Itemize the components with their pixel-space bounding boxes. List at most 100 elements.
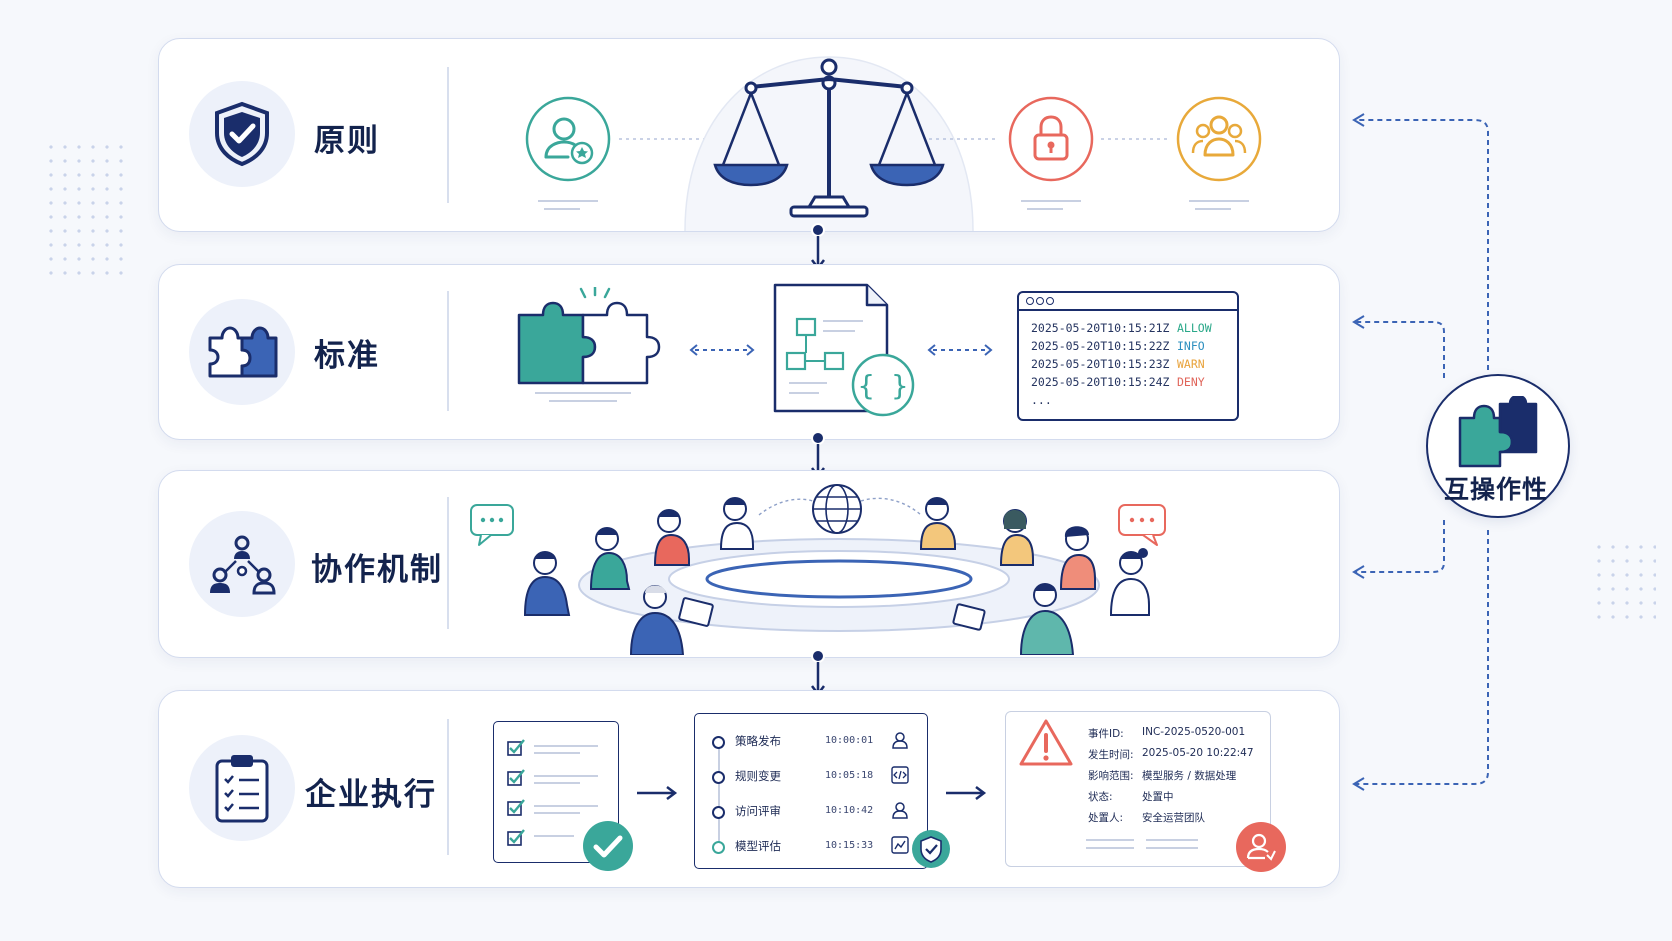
log-time: 2025-05-20T10:15:21Z xyxy=(1031,321,1170,335)
log-level: ALLOW xyxy=(1177,321,1212,335)
person xyxy=(629,585,714,655)
feedback-connectors xyxy=(1352,113,1489,791)
enforcement-title: 企业执行 xyxy=(305,777,437,813)
enforcement-card: 企业执行 策略发布 10:00:01 规则变更 10:05:18 访问评审 10… xyxy=(158,690,1340,888)
incident-value: 处置中 xyxy=(1142,791,1174,803)
person xyxy=(719,497,754,550)
code-icon xyxy=(891,766,909,784)
window-dot xyxy=(1036,297,1044,305)
warning-icon xyxy=(1019,719,1073,766)
balance-scale-icon xyxy=(684,56,974,231)
log-window: 2025-05-20T10:15:21Z ALLOW 2025-05-20T10… xyxy=(1017,291,1239,421)
window-dot xyxy=(1026,297,1034,305)
group-icon xyxy=(1176,96,1262,210)
network-people-icon xyxy=(210,535,276,595)
decor-dots-left xyxy=(44,140,128,280)
puzzle-pieces-icon xyxy=(517,287,661,402)
lock-icon xyxy=(1008,96,1094,210)
timeline-label: 访问评审 xyxy=(735,804,781,818)
collaboration-divider xyxy=(447,497,449,629)
incident-key: 影响范围: xyxy=(1088,770,1134,782)
log-time: 2025-05-20T10:15:22Z xyxy=(1031,339,1170,353)
person xyxy=(523,551,571,616)
chart-icon xyxy=(891,836,909,854)
incident-panel: 事件ID: INC-2025-0520-001 发生时间: 2025-05-20… xyxy=(1005,711,1271,867)
incident-key: 发生时间: xyxy=(1088,749,1134,761)
incident-value: 模型服务 / 数据处理 xyxy=(1142,770,1237,782)
incident-key: 事件ID: xyxy=(1088,728,1124,740)
flow-arrow-right xyxy=(946,786,987,800)
timeline-dot xyxy=(712,841,725,854)
person xyxy=(1109,548,1150,616)
check-circle-icon xyxy=(583,821,633,871)
person xyxy=(589,527,631,590)
window-dot xyxy=(1046,297,1054,305)
collaboration-card: 协作机制 xyxy=(158,470,1340,658)
collaboration-title: 协作机制 xyxy=(311,552,443,588)
incident-key: 状态: xyxy=(1088,791,1113,803)
timeline-panel: 策略发布 10:00:01 规则变更 10:05:18 访问评审 10:10:4… xyxy=(694,713,928,869)
person xyxy=(1059,526,1096,590)
puzzle-icon xyxy=(208,326,278,378)
timeline-label: 策略发布 xyxy=(735,734,781,748)
roundtable-meeting-illustration xyxy=(470,484,1166,655)
shield-check-icon xyxy=(215,101,269,167)
decor-dots-right xyxy=(1592,540,1656,620)
timeline-dot xyxy=(712,736,725,749)
chat-bubble-icon xyxy=(1118,504,1166,546)
bidirectional-arrow xyxy=(927,344,993,356)
flow-arrow-down xyxy=(811,649,825,697)
spec-document-icon: { } xyxy=(773,283,915,417)
enforcement-divider xyxy=(447,719,449,855)
dashed-connector xyxy=(1101,138,1169,140)
standards-icon-circle xyxy=(189,299,295,405)
principles-icon-circle xyxy=(189,81,295,187)
person xyxy=(999,509,1034,566)
incident-value: INC-2025-0520-001 xyxy=(1142,726,1246,738)
flow-arrow-down xyxy=(811,223,825,271)
enforcement-icon-circle xyxy=(189,735,295,841)
checklist-rows xyxy=(507,739,598,846)
svg-text:{ }: { } xyxy=(858,369,909,402)
chat-bubble-icon xyxy=(470,504,514,546)
log-time: 2025-05-20T10:15:23Z xyxy=(1031,357,1170,371)
principles-card: 原则 xyxy=(158,38,1340,232)
log-time: 2025-05-20T10:15:24Z xyxy=(1031,375,1170,389)
flow-arrow-right xyxy=(637,786,678,800)
incident-value: 2025-05-20 10:22:47 xyxy=(1142,747,1254,759)
standards-divider xyxy=(447,291,449,411)
timeline-time: 10:00:01 xyxy=(825,735,874,746)
log-ellipsis: ... xyxy=(1031,393,1052,407)
log-level: INFO xyxy=(1177,339,1205,353)
standards-card: 标准 { } xyxy=(158,264,1340,440)
standards-title: 标准 xyxy=(314,338,380,374)
timeline-time: 10:15:33 xyxy=(825,840,874,851)
log-level: DENY xyxy=(1177,375,1205,389)
person xyxy=(919,497,956,550)
user-star-icon xyxy=(525,96,611,210)
principles-divider xyxy=(447,67,449,203)
user-icon xyxy=(892,802,908,819)
incident-key: 处置人: xyxy=(1088,812,1124,824)
timeline-dot xyxy=(712,771,725,784)
globe-icon xyxy=(758,484,922,534)
clipboard-checklist-icon xyxy=(215,755,269,823)
incident-value: 安全运营团队 xyxy=(1142,812,1205,824)
user-icon xyxy=(892,732,908,749)
principles-title: 原则 xyxy=(314,123,380,159)
timeline-label: 模型评估 xyxy=(735,839,781,853)
timeline-time: 10:05:18 xyxy=(825,770,874,781)
user-badge-icon xyxy=(1236,822,1286,872)
shield-check-icon xyxy=(912,830,950,868)
puzzle-pair-icon xyxy=(1458,396,1538,468)
bidirectional-arrow xyxy=(689,344,755,356)
log-level: WARN xyxy=(1177,357,1205,371)
timeline-dot xyxy=(712,806,725,819)
placeholder-lines xyxy=(1086,839,1198,849)
person xyxy=(952,583,1075,655)
dashed-connector xyxy=(929,138,999,140)
person xyxy=(653,509,690,566)
timeline-label: 规则变更 xyxy=(735,769,781,783)
interoperability-label: 互操作性 xyxy=(1444,475,1549,504)
timeline-time: 10:10:42 xyxy=(825,805,874,816)
